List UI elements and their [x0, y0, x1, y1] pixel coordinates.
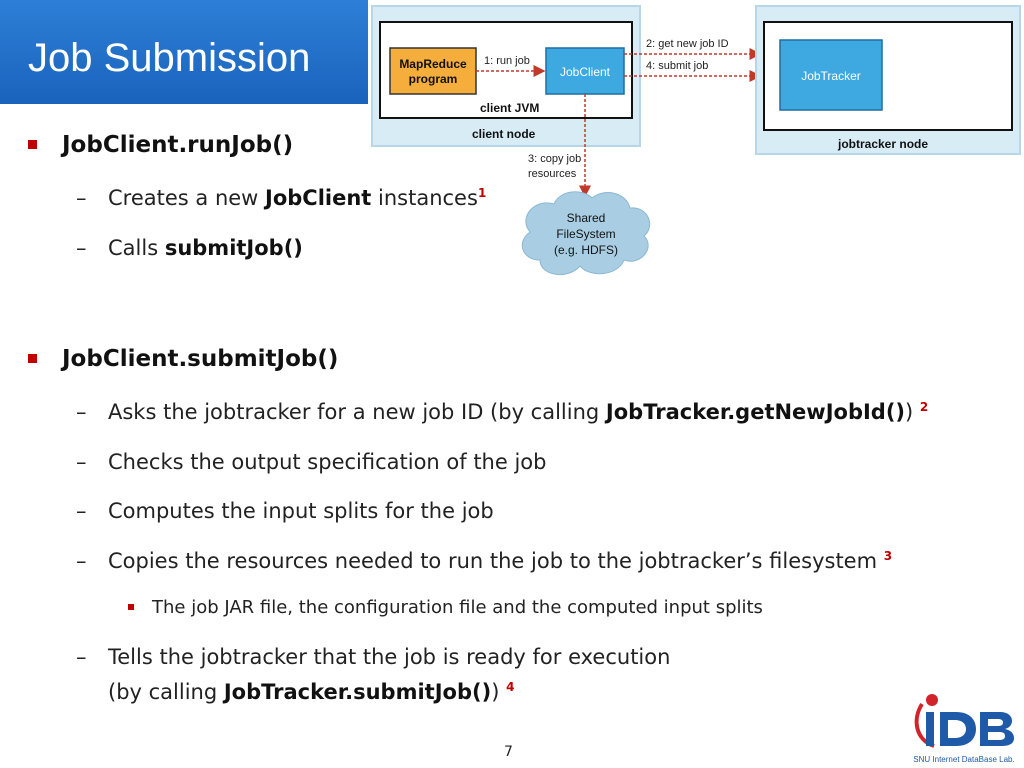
jobtracker-node-label: jobtracker node: [837, 137, 928, 151]
shared-filesystem-cloud: [521, 191, 651, 275]
jobclient-label: JobClient: [560, 65, 611, 79]
jobtracker-label: JobTracker: [801, 69, 861, 83]
shared-line1: Shared: [567, 211, 606, 225]
mapreduce-line2: program: [409, 72, 458, 86]
bullet-heading: JobClient.runJob(): [62, 132, 294, 158]
mapreduce-line1: MapReduce: [399, 57, 467, 71]
idb-logo: SNU Internet DataBase Lab.: [913, 694, 1015, 764]
mapreduce-program-box: [389, 47, 477, 95]
logo-caption: SNU Internet DataBase Lab.: [913, 755, 1014, 764]
shared-line3: (e.g. HDFS): [554, 243, 618, 257]
copy-label-line2: resources: [528, 168, 577, 180]
bullet-heading: JobClient.submitJob(): [62, 346, 339, 372]
jobtracker-box: [779, 39, 883, 111]
bullet-marker: [28, 140, 37, 149]
page-number: 7: [504, 744, 513, 760]
bullet-marker: [128, 604, 134, 610]
submit-job-label: 4: submit job: [646, 60, 708, 72]
copy-label-line1: 3: copy job: [528, 153, 581, 165]
shared-line2: FileSystem: [556, 227, 615, 241]
run-job-label: 1: run job: [484, 55, 530, 67]
job-submission-diagram: MapReduce program 1: run job JobClient c…: [371, 5, 1021, 275]
get-new-job-id-label: 2: get new job ID: [646, 38, 729, 50]
bullet-marker: [28, 354, 37, 363]
slide-title: Job Submission: [28, 36, 311, 80]
client-jvm-label: client JVM: [480, 101, 539, 115]
client-node-label: client node: [472, 127, 536, 141]
title-bar: Job Submission: [0, 0, 368, 104]
